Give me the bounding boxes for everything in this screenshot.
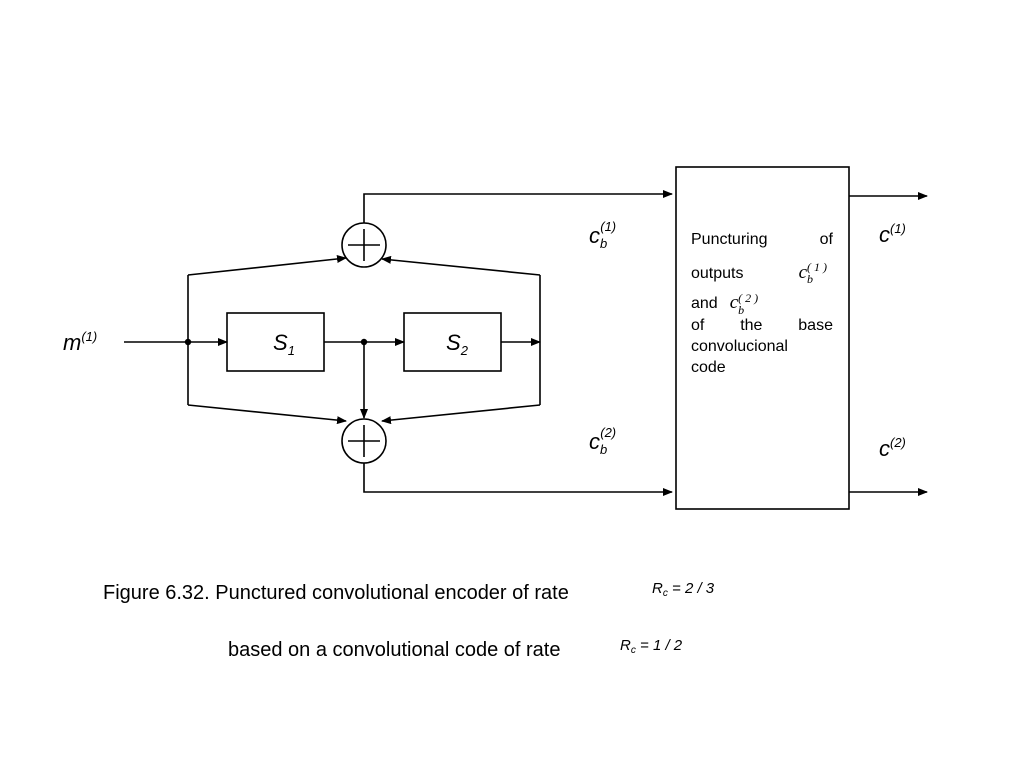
- word-outputs: outputs: [691, 264, 744, 282]
- puncturing-line-4: of the base: [691, 317, 833, 335]
- cb1-symbol: c( 1 )b: [798, 260, 827, 287]
- upper-left-feed: [187, 254, 347, 276]
- puncturing-line-2: outputs c( 1 )b: [691, 261, 833, 286]
- input-label: m(1): [63, 329, 97, 355]
- caption-line-1: Figure 6.32. Punctured convolutional enc…: [103, 582, 569, 604]
- caption-rate-1: Rc = 2 / 3: [652, 580, 715, 599]
- upper-right-feed: [381, 255, 541, 276]
- register-s1: [226, 312, 325, 372]
- register-s2: [403, 312, 502, 372]
- upper-adder-output: [363, 190, 673, 223]
- word-of: of: [819, 231, 833, 248]
- puncturing-line-6: code: [691, 358, 726, 376]
- cb1-label: cb(1): [589, 219, 616, 251]
- caption-line-2: based on a convolutional code of rate: [228, 639, 561, 661]
- puncturing-line-1: Puncturing of: [691, 230, 833, 251]
- lower-adder: [341, 418, 387, 464]
- word-puncturing: Puncturing: [691, 231, 768, 248]
- puncturing-description: Puncturing of outputs c( 1 )b and c( 2 )…: [691, 230, 833, 379]
- lower-left-feed: [187, 404, 347, 425]
- upper-adder: [341, 222, 387, 268]
- junction-dot-left: [184, 338, 192, 346]
- puncturing-line-5: convolucional: [691, 337, 788, 355]
- junction-dot-middle: [360, 338, 368, 346]
- word-and: and: [691, 295, 718, 313]
- s1-label: S1: [273, 330, 295, 358]
- output1-label: c(1): [879, 221, 906, 247]
- cb2-label: cb(2): [589, 425, 616, 457]
- caption-rate-2: Rc = 1 / 2: [620, 637, 683, 656]
- puncturing-line-3: and c( 2 )b: [691, 291, 833, 316]
- puncturing-box: [675, 166, 850, 510]
- cb2-symbol: c( 2 )b: [729, 291, 759, 318]
- lower-adder-output: [363, 463, 673, 496]
- s2-label: S2: [446, 330, 469, 358]
- lower-right-feed: [381, 404, 541, 425]
- output2-label: c(2): [879, 435, 906, 461]
